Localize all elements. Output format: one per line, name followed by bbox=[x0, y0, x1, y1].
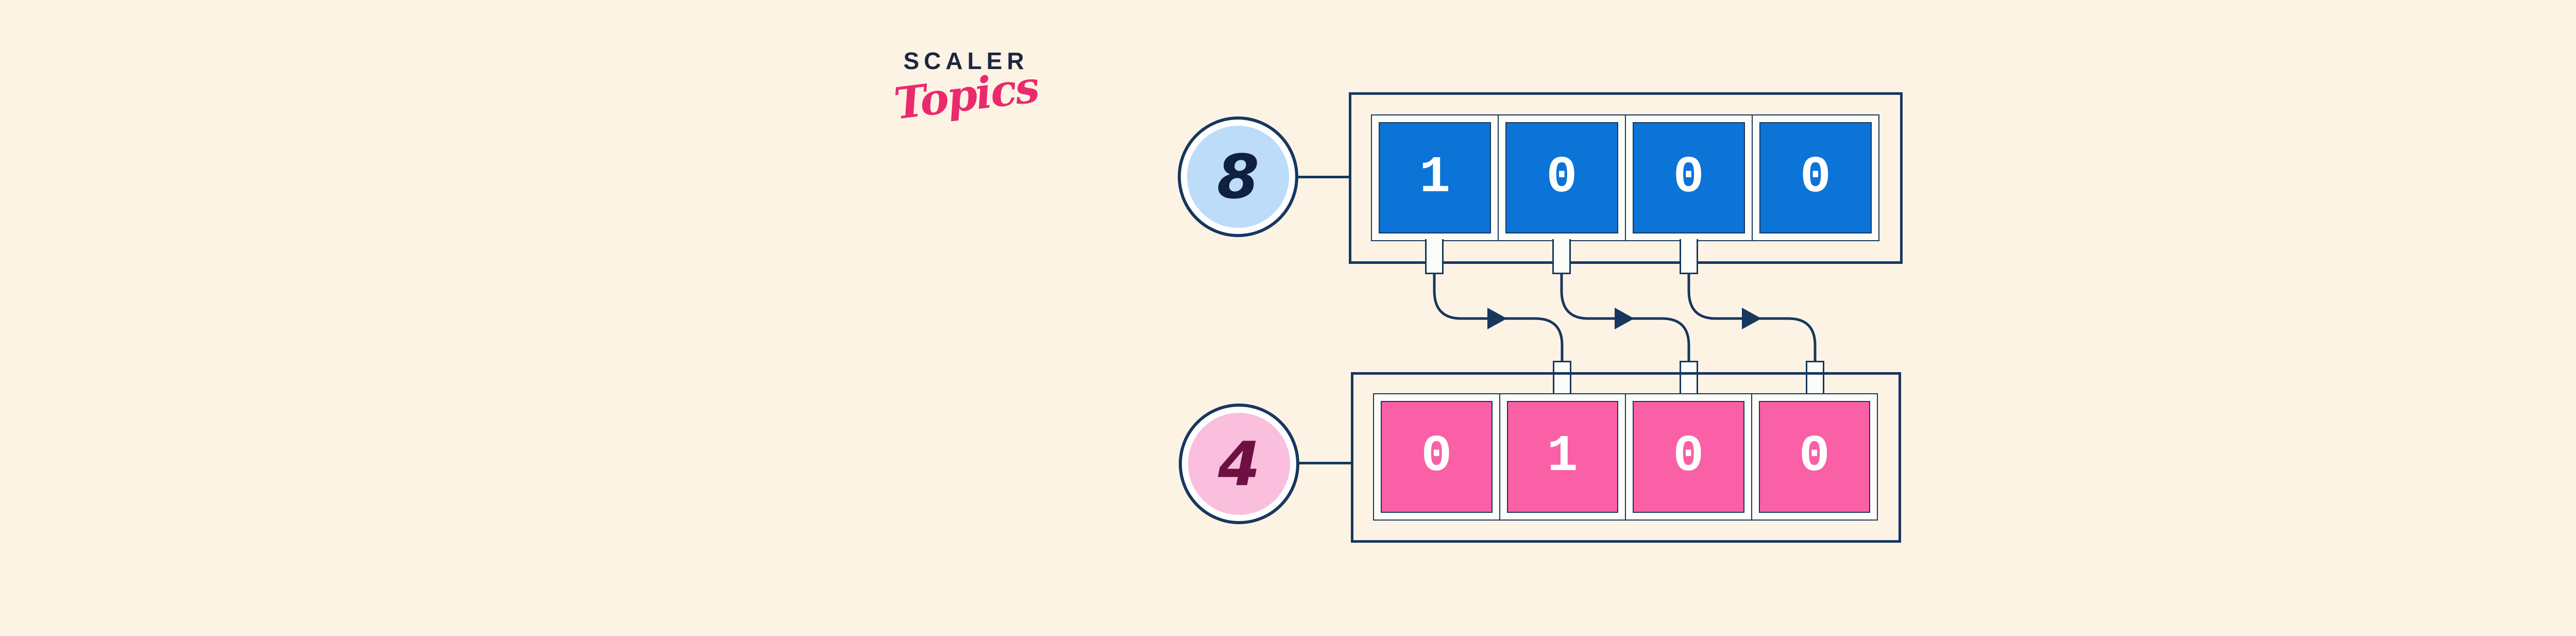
bit-box: 0 bbox=[1505, 122, 1618, 233]
bit-box: 1 bbox=[1506, 401, 1618, 513]
bit-value: 0 bbox=[1799, 428, 1830, 486]
bit-box: 0 bbox=[1758, 401, 1870, 513]
bit-value: 0 bbox=[1800, 148, 1831, 207]
bit-value: 0 bbox=[1673, 428, 1704, 486]
badge-connector-line bbox=[1295, 176, 1351, 178]
bit-cell: 0 bbox=[1499, 115, 1626, 240]
connector-tab bbox=[1680, 361, 1698, 396]
bottom-register-frame bbox=[1351, 372, 1901, 543]
decimal-badge-4: 4 bbox=[1179, 404, 1299, 524]
logo-brand-text: SCALER bbox=[903, 47, 1029, 74]
bit-cell: 0 bbox=[1753, 115, 1878, 240]
arrow-right-icon bbox=[1742, 308, 1761, 329]
badge-fill bbox=[1188, 413, 1290, 515]
top-register-strip: 1 0 0 0 bbox=[1371, 114, 1879, 241]
bit-box: 0 bbox=[1381, 401, 1493, 513]
arrow-right-icon bbox=[1615, 308, 1634, 329]
bit-cell: 0 bbox=[1626, 115, 1753, 240]
arrow-right-icon bbox=[1487, 308, 1507, 329]
badge-digit: 8 bbox=[1216, 141, 1260, 212]
connector-tab bbox=[1553, 361, 1571, 396]
connector-tab bbox=[1806, 361, 1824, 396]
bit-value: 0 bbox=[1673, 148, 1704, 207]
bit-box: 1 bbox=[1379, 122, 1492, 233]
bit-box: 0 bbox=[1759, 122, 1872, 233]
bit-value: 1 bbox=[1419, 148, 1451, 207]
scaler-topics-logo: SCALER Topics bbox=[889, 47, 1043, 129]
connector-tab bbox=[1425, 239, 1444, 274]
bottom-register-strip: 0 1 0 0 bbox=[1373, 393, 1878, 521]
bit-cell: 1 bbox=[1372, 115, 1499, 240]
bit-cell: 1 bbox=[1500, 394, 1626, 520]
bit-box: 0 bbox=[1633, 401, 1744, 513]
bit-cell: 0 bbox=[1626, 394, 1752, 520]
connector-tab bbox=[1680, 239, 1698, 274]
badge-connector-line bbox=[1296, 462, 1353, 464]
top-register-frame bbox=[1349, 92, 1903, 264]
badge-fill bbox=[1187, 126, 1289, 228]
badge-digit: 4 bbox=[1217, 428, 1261, 499]
bit-box: 0 bbox=[1632, 122, 1745, 233]
connector-tab bbox=[1552, 239, 1571, 274]
bit-value: 0 bbox=[1421, 428, 1452, 486]
bit-cell: 0 bbox=[1752, 394, 1877, 520]
bit-cell: 0 bbox=[1374, 394, 1500, 520]
bit-value: 1 bbox=[1547, 428, 1578, 486]
bit-value: 0 bbox=[1546, 148, 1578, 207]
decimal-badge-8: 8 bbox=[1178, 116, 1298, 237]
